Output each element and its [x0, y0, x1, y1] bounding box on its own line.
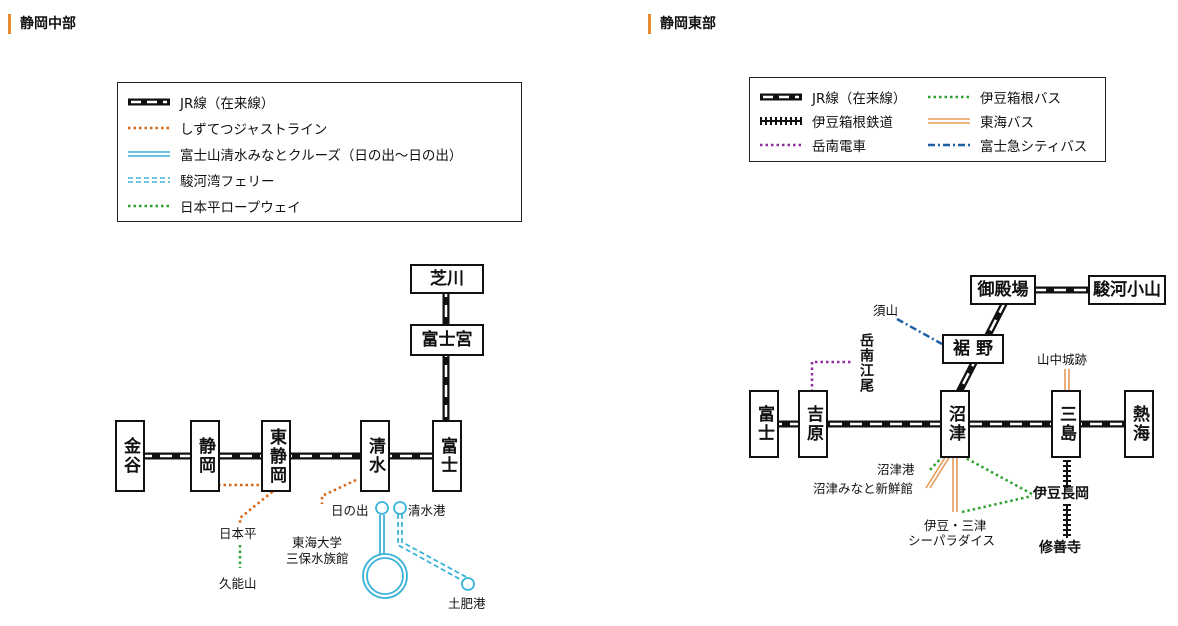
legend-item-izuhakone-bus: 伊豆箱根バス: [928, 87, 1061, 107]
section-title-east: 静岡東部: [648, 14, 716, 34]
station-gotemba[interactable]: 御殿場: [970, 275, 1036, 305]
label-kunozan: 久能山: [219, 576, 257, 591]
toi-port-marker: [461, 577, 475, 591]
station-susono[interactable]: 裾 野: [942, 334, 1004, 364]
legend-item-shizutetsu: しずてつジャストライン: [128, 118, 327, 138]
legend-item-izuhakone-rail: 伊豆箱根鉄道: [760, 111, 893, 131]
legend-east: JR線（在来線） 伊豆箱根鉄道 岳南電車 伊豆箱根バス 東海バス 富士急シティバ…: [749, 77, 1106, 162]
ferry-route: [397, 514, 469, 583]
station-numazu[interactable]: 沼津: [940, 390, 970, 458]
label-izu-nagaoka: 伊豆長岡: [1033, 486, 1089, 502]
legend-item-gakunan: 岳南電車: [760, 135, 866, 155]
label-shuzenji: 修善寺: [1039, 540, 1081, 556]
izuhakone-bus-routes: [927, 454, 1033, 514]
label-yamanaka-castle: 山中城跡: [1037, 352, 1088, 367]
label-miho-aquarium: 三保水族館: [286, 551, 349, 566]
label-gakunan-e: 岳南江尾: [858, 333, 874, 393]
legend-item-tokai-bus: 東海バス: [928, 111, 1034, 131]
section-title-central: 静岡中部: [8, 14, 76, 34]
station-shizuoka[interactable]: 静岡: [190, 420, 220, 492]
double-orange-line-icon: [928, 118, 970, 124]
label-suyama: 須山: [873, 303, 899, 318]
legend-item-jr-east: JR線（在来線）: [760, 87, 906, 107]
dotted-purple-line-icon: [760, 143, 802, 147]
label-nihondaira: 日本平: [219, 526, 257, 541]
label-numazu-minato: 沼津みなと新鮮館: [813, 481, 914, 496]
legend-item-ferry: 駿河湾フェリー: [128, 170, 275, 190]
dashed-blue-line-icon: [128, 177, 170, 183]
jr-line-central: [140, 285, 450, 460]
label-numazu-port: 沼津港: [877, 462, 915, 477]
legend-central: JR線（在来線） しずてつジャストライン 富士山清水みなとクルーズ（日の出〜日の…: [117, 82, 522, 222]
ladder-rail-icon: [760, 117, 802, 125]
legend-item-fujikyu-bus: 富士急シティバス: [928, 135, 1087, 155]
station-yoshiwara[interactable]: 吉原: [798, 390, 828, 458]
fujikyu-bus-route: [896, 317, 943, 346]
station-atami[interactable]: 熱海: [1124, 390, 1154, 458]
dotted-green-line-icon: [928, 95, 970, 99]
label-toi-port: 土肥港: [448, 596, 486, 611]
dotted-green-line-icon: [128, 204, 170, 208]
station-shimizu[interactable]: 清水: [360, 420, 390, 492]
jr-line-icon: [128, 98, 170, 106]
dotted-orange-line-icon: [128, 126, 170, 130]
dashdot-blue-line-icon: [928, 143, 970, 147]
station-shibakawa[interactable]: 芝川: [410, 264, 484, 294]
station-fuji-east[interactable]: 富士: [749, 390, 779, 458]
cruise-route: [362, 501, 408, 599]
station-mishima[interactable]: 三島: [1051, 390, 1081, 458]
shizutetsu-bus-routes: [218, 478, 357, 524]
legend-item-cruise: 富士山清水みなとクルーズ（日の出〜日の出）: [128, 144, 462, 164]
label-izu-mito: 伊豆・三津: [924, 518, 987, 533]
gakunan-railway: [810, 360, 852, 392]
legend-item-jr: JR線（在来線）: [128, 92, 274, 112]
label-tokai-univ: 東海大学: [292, 535, 343, 550]
station-fujinomiya[interactable]: 富士宮: [410, 324, 484, 356]
station-higashi-shizuoka[interactable]: 東静岡: [261, 420, 291, 492]
station-kanaya[interactable]: 金谷: [115, 420, 145, 492]
legend-item-ropeway: 日本平ロープウェイ: [128, 196, 301, 216]
double-blue-line-icon: [128, 151, 170, 157]
tokai-bus-routes: [925, 369, 1070, 512]
label-hinode: 日の出: [331, 503, 369, 518]
label-shimizu-port: 清水港: [408, 503, 446, 518]
station-suruga-oyama[interactable]: 駿河小山: [1088, 275, 1166, 305]
jr-line-icon: [760, 93, 802, 101]
label-sea-paradise: シーパラダイス: [908, 533, 996, 548]
station-fuji-central[interactable]: 富士: [432, 420, 462, 492]
